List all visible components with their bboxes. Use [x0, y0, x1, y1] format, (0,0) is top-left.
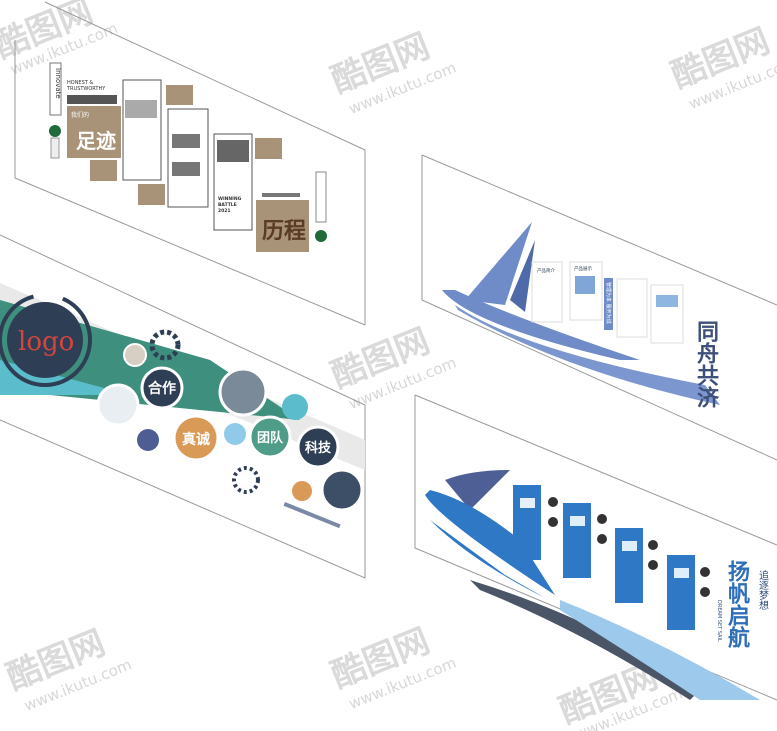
honest-heading: HONEST & TRUSTWORTHY [66, 80, 106, 92]
bubble-team: 团队 [257, 431, 284, 446]
sail-calligraphy: 同舟共济 [693, 320, 719, 408]
value-bubbles: 合作 真诚 团队 科技 [140, 366, 340, 469]
winning-text: WINNING BATTLE 2021 [218, 196, 243, 214]
gear-icon [232, 466, 260, 494]
teamwork-wall: logo 合作 真诚 团队 科技 [0, 283, 365, 529]
sail-slogan: 管理为本 服务为诚 [605, 282, 612, 324]
bubble-cooperation: 合作 [148, 380, 176, 397]
bubble-sincerity: 真诚 [182, 431, 210, 448]
dream-panels [513, 485, 710, 630]
dream-en: DREAM SET SAIL [716, 600, 722, 642]
dream-calligraphy: 扬帆启航 [724, 560, 750, 649]
sail-wall: 产品简介 产品展示 管理为本 服务为诚 同舟共济 [442, 222, 720, 408]
journey-board [256, 200, 309, 252]
brown-culture-wall: Innovate HONEST & TRUSTWORTHY 我们的 足迹 WIN… [49, 62, 327, 252]
bubble-technology: 科技 [305, 440, 332, 456]
innovate-label: Innovate [54, 68, 62, 99]
footprint-subtitle: 我们的 [71, 111, 89, 119]
footprint-title: 足迹 [76, 129, 116, 153]
green-light-right [315, 230, 327, 242]
green-light-left [49, 125, 61, 137]
panel-title: 产品展示 [574, 265, 592, 272]
dream-subtitle: 追逐梦想 [757, 569, 769, 610]
panel-title: 产品简介 [537, 267, 555, 274]
dream-wall: 扬帆启航 追逐梦想 DREAM SET SAIL [425, 470, 769, 700]
logo-text: logo [18, 327, 74, 357]
gear-icon [149, 329, 181, 361]
journey-title: 历程 [262, 219, 306, 244]
innovate-sign [49, 62, 62, 116]
footprint-board [67, 106, 121, 158]
logo-circle [7, 302, 83, 378]
